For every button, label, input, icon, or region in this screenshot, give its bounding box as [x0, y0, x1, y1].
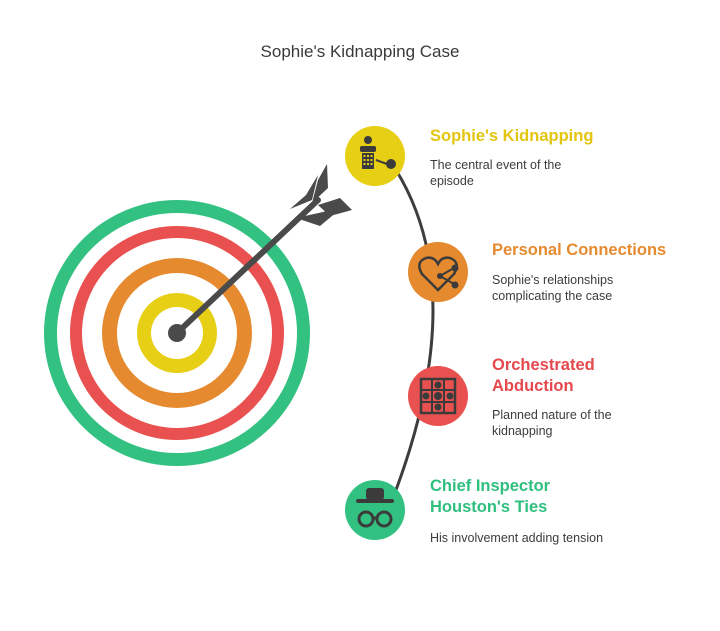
- item-title-personal-connections: Personal Connections: [492, 241, 667, 259]
- desc-line: Sophie's relationships: [492, 273, 614, 287]
- desc-line: His involvement adding tension: [430, 531, 604, 545]
- desc-line: complicating the case: [492, 289, 613, 303]
- item-desc-orchestrated-abduction: Planned nature of the kidnapping: [492, 407, 702, 439]
- item-title-chief-inspector: Chief Inspector Houston's Ties: [430, 476, 550, 518]
- item-desc-chief-inspector: His involvement adding tension: [430, 530, 640, 546]
- title-line: Abduction: [492, 377, 574, 395]
- detective-icon: [345, 480, 405, 540]
- connector-arc: [394, 169, 435, 491]
- item-desc-personal-connections: Sophie's relationships complicating the …: [492, 272, 702, 304]
- heart-network-icon: [408, 242, 468, 302]
- desc-line: kidnapping: [492, 424, 553, 438]
- diagram-title: Sophie's Kidnapping Case: [260, 42, 460, 61]
- item-title-orchestrated-abduction: Orchestrated Abduction: [492, 355, 595, 397]
- desc-line: episode: [430, 174, 474, 188]
- title-line: Orchestrated: [492, 356, 595, 374]
- item-desc-sophies-kidnapping: The central event of the episode: [430, 157, 640, 189]
- desc-line: The central event of the: [430, 158, 562, 172]
- title-line: Houston's Ties: [430, 498, 548, 516]
- desc-line: Planned nature of the: [492, 408, 612, 422]
- grid-pattern-icon: [408, 366, 468, 426]
- item-title-sophies-kidnapping: Sophie's Kidnapping: [430, 127, 594, 145]
- title-line: Chief Inspector: [430, 477, 551, 495]
- person-shackled-icon: [345, 126, 405, 186]
- arrow-icon: [168, 164, 352, 342]
